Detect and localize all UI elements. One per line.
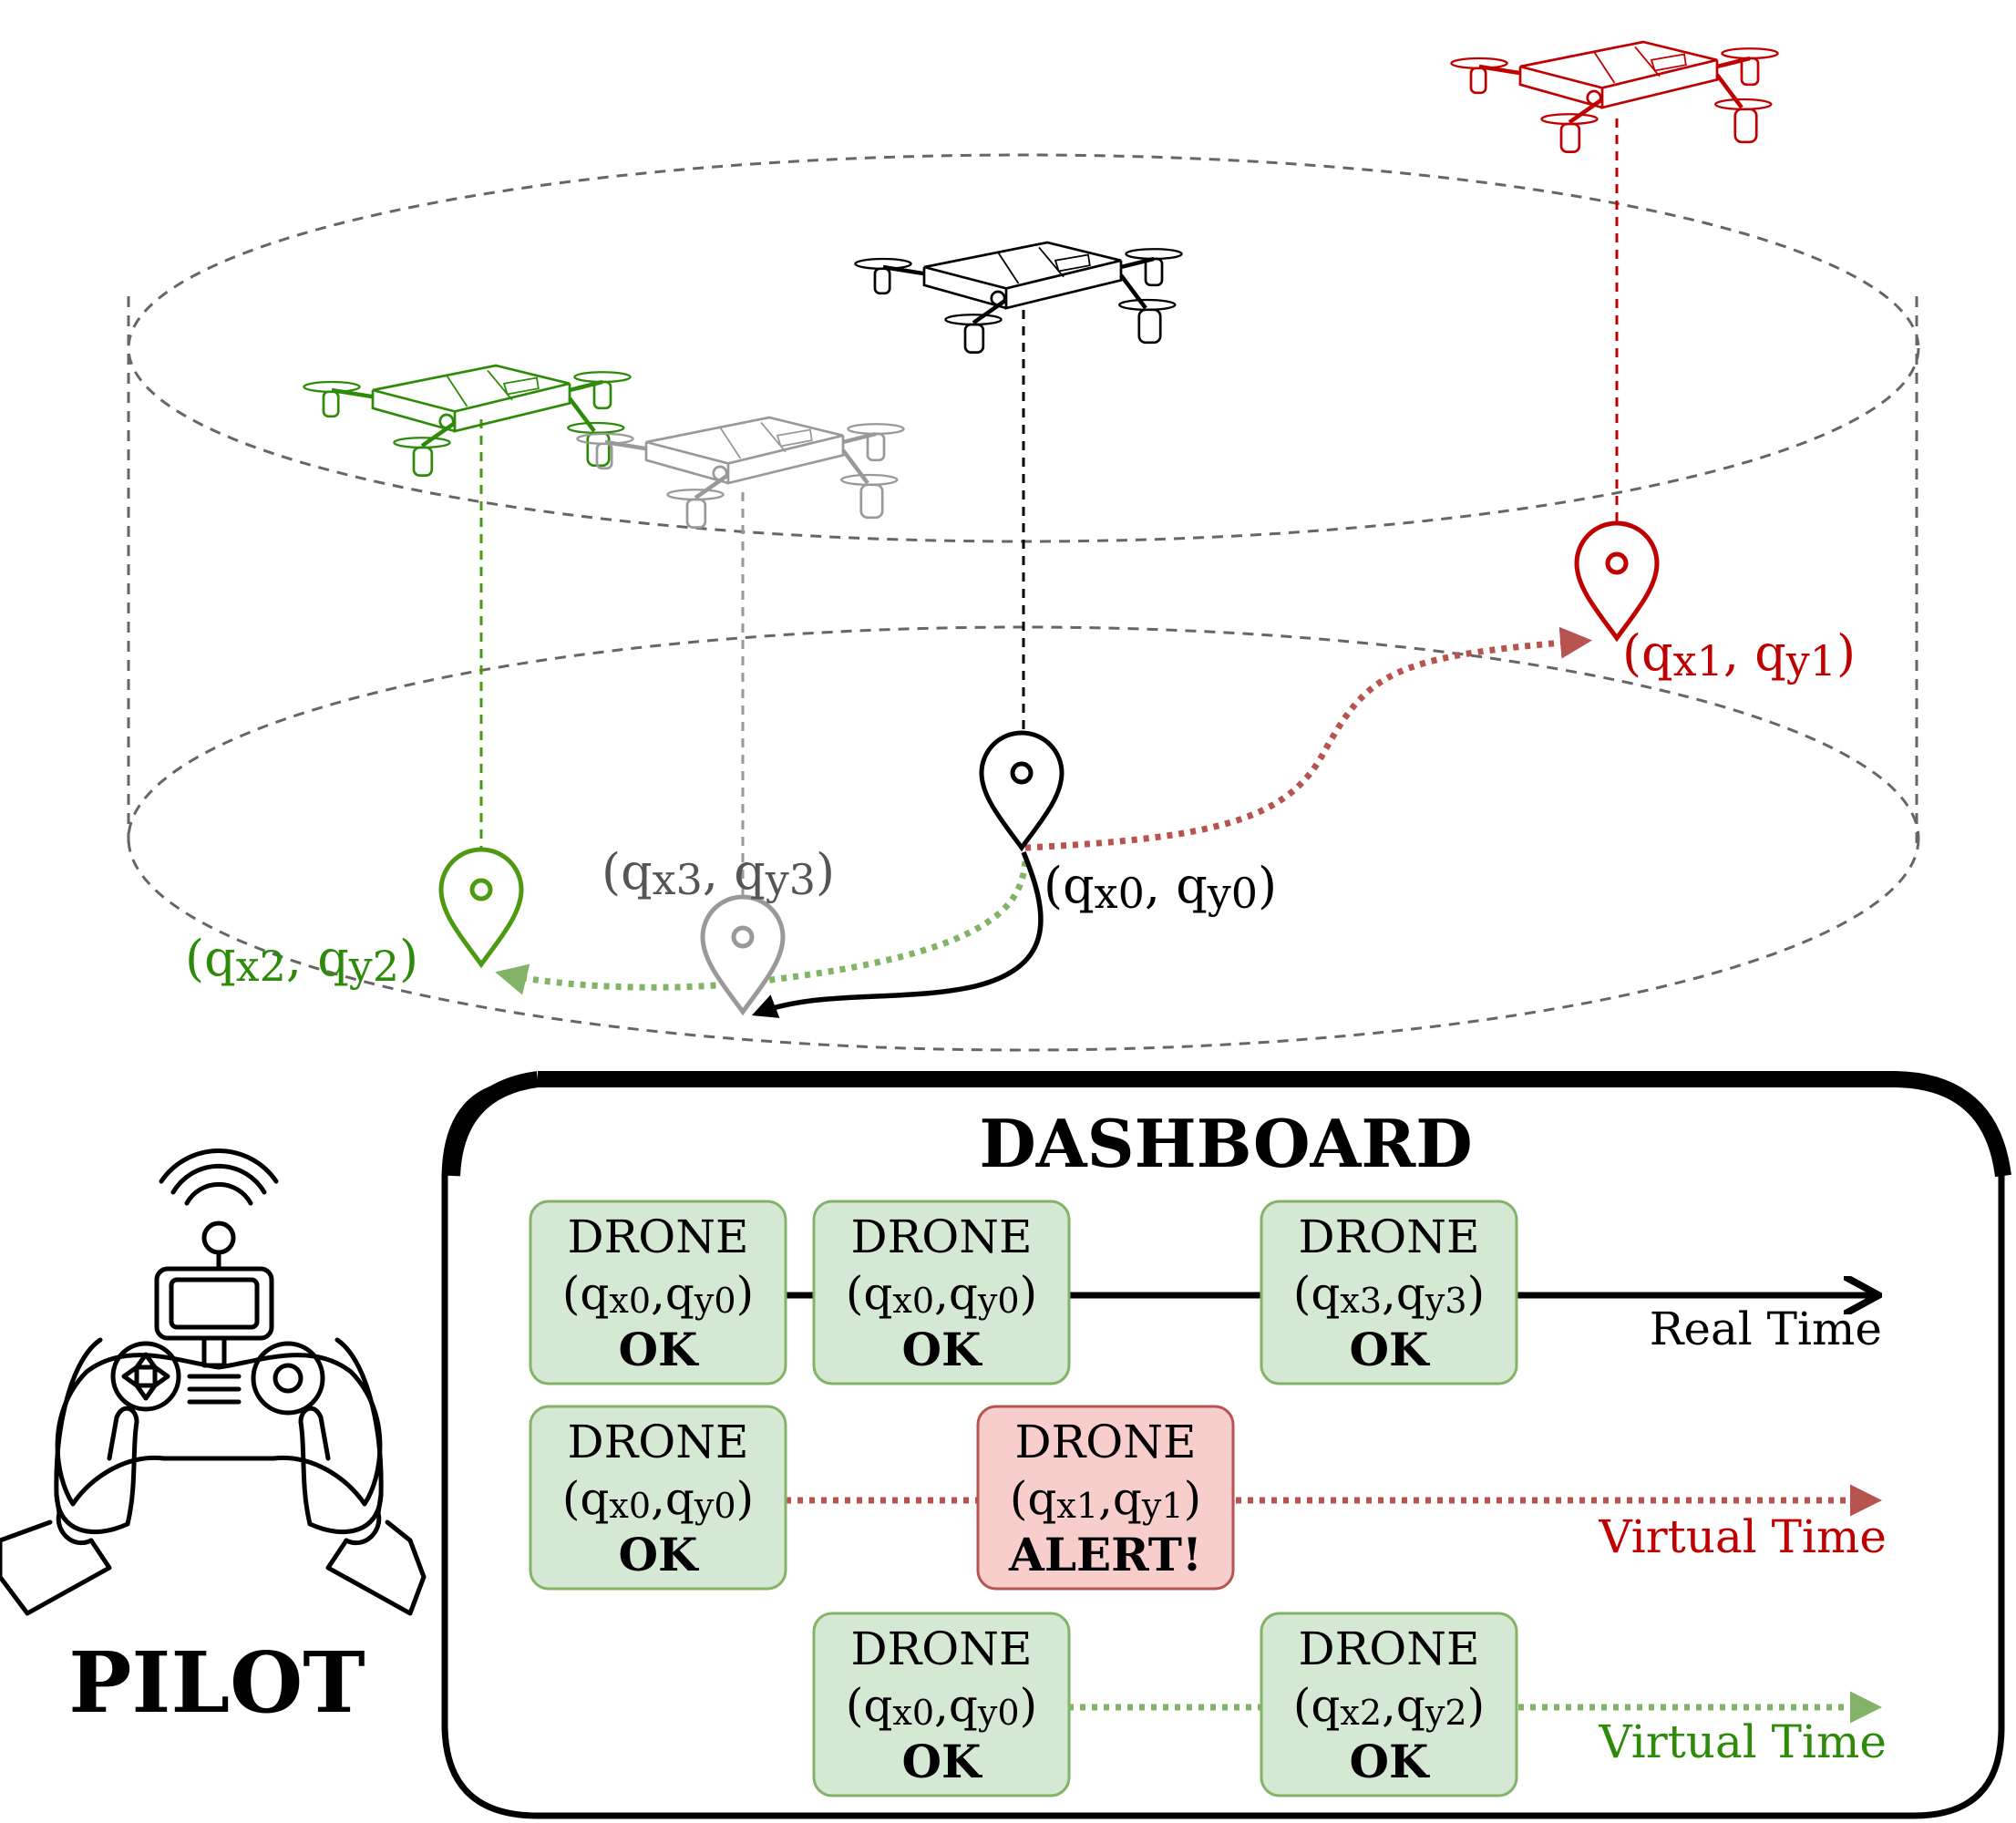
status-box-title: DRONE [1299,1210,1480,1263]
trajectory-red [1024,626,1592,851]
status-box-coordinates: (qx0,qy0) [846,1679,1037,1733]
timeline-label-virtual-green: Virtual Time [1599,1715,1887,1768]
status-box-status: OK [901,1323,982,1376]
status-box-coordinates: (qx0,qy0) [846,1267,1037,1321]
status-box-background [529,1200,787,1385]
trajectory-black [751,850,1044,1018]
status-box-coordinates: (qx1,qy1) [1010,1472,1201,1526]
location-pin-icon [1577,523,1657,638]
dashboard-panel: DASHBOARD Real Time Virtual Time Virtual… [441,1071,2011,1819]
coord-label-p0: (qx0, qy0) [1044,857,1277,918]
status-box-background [976,1405,1235,1591]
status-box-title: DRONE [851,1210,1033,1263]
status-box-status: OK [901,1735,982,1788]
status-box-title: DRONE [851,1622,1033,1675]
location-pin-icon [703,897,783,1012]
drone-status-box: DRONE(qx0,qy0)OK [529,1200,787,1385]
drone-icon [855,242,1181,353]
status-box-background [1260,1200,1518,1385]
status-box-background [812,1612,1071,1797]
coord-label-p3: (qx3, qy3) [602,843,835,904]
timeline-label-real: Real Time [1650,1303,1882,1355]
status-box-title: DRONE [1299,1622,1480,1675]
status-box-title: DRONE [568,1416,749,1468]
drone-status-box: DRONE(qx3,qy3)OK [1260,1200,1518,1385]
drone-status-box: DRONE(qx0,qy0)OK [812,1612,1071,1797]
status-box-status: OK [618,1528,699,1581]
location-pin-icon [982,733,1062,848]
remote-controller-icon [0,1148,427,1616]
status-box-title: DRONE [568,1210,749,1263]
status-box-status: OK [1349,1323,1430,1376]
status-box-coordinates: (qx2,qy2) [1293,1679,1485,1733]
status-box-background [812,1200,1071,1385]
drone-icon [1451,42,1777,152]
status-box-status: OK [618,1323,699,1376]
drone-status-box-alert: DRONE(qx1,qy1)ALERT! [976,1405,1235,1591]
pilot-label: PILOT [68,1633,365,1732]
drone-icon [303,366,630,476]
drop-lines [479,118,1619,912]
status-box-background [1260,1612,1518,1797]
drone-icon [577,417,903,528]
status-box-coordinates: (qx0,qy0) [562,1472,754,1526]
timeline-label-virtual-red: Virtual Time [1599,1510,1887,1563]
status-box-status: OK [1349,1735,1430,1788]
status-box-title: DRONE [1015,1416,1197,1468]
coord-label-p2: (qx2, qy2) [185,930,418,991]
location-pin-icon [441,850,521,964]
drone-status-box: DRONE(qx0,qy0)OK [529,1405,787,1591]
status-box-coordinates: (qx0,qy0) [562,1267,754,1321]
drone-status-box: DRONE(qx2,qy2)OK [1260,1612,1518,1797]
trajectory-green [495,860,1029,995]
dashboard-title: DASHBOARD [979,1105,1472,1182]
status-box-status: ALERT! [1008,1528,1202,1581]
airspace-cylinder [127,153,1920,1052]
status-box-coordinates: (qx3,qy3) [1293,1267,1485,1321]
drone-status-box: DRONE(qx0,qy0)OK [812,1200,1071,1385]
drone-status-boxes: DRONE(qx0,qy0)OKDRONE(qx0,qy0)OKDRONE(qx… [529,1200,1518,1797]
coord-label-p1: (qx1, qy1) [1622,624,1856,685]
status-box-background [529,1405,787,1591]
